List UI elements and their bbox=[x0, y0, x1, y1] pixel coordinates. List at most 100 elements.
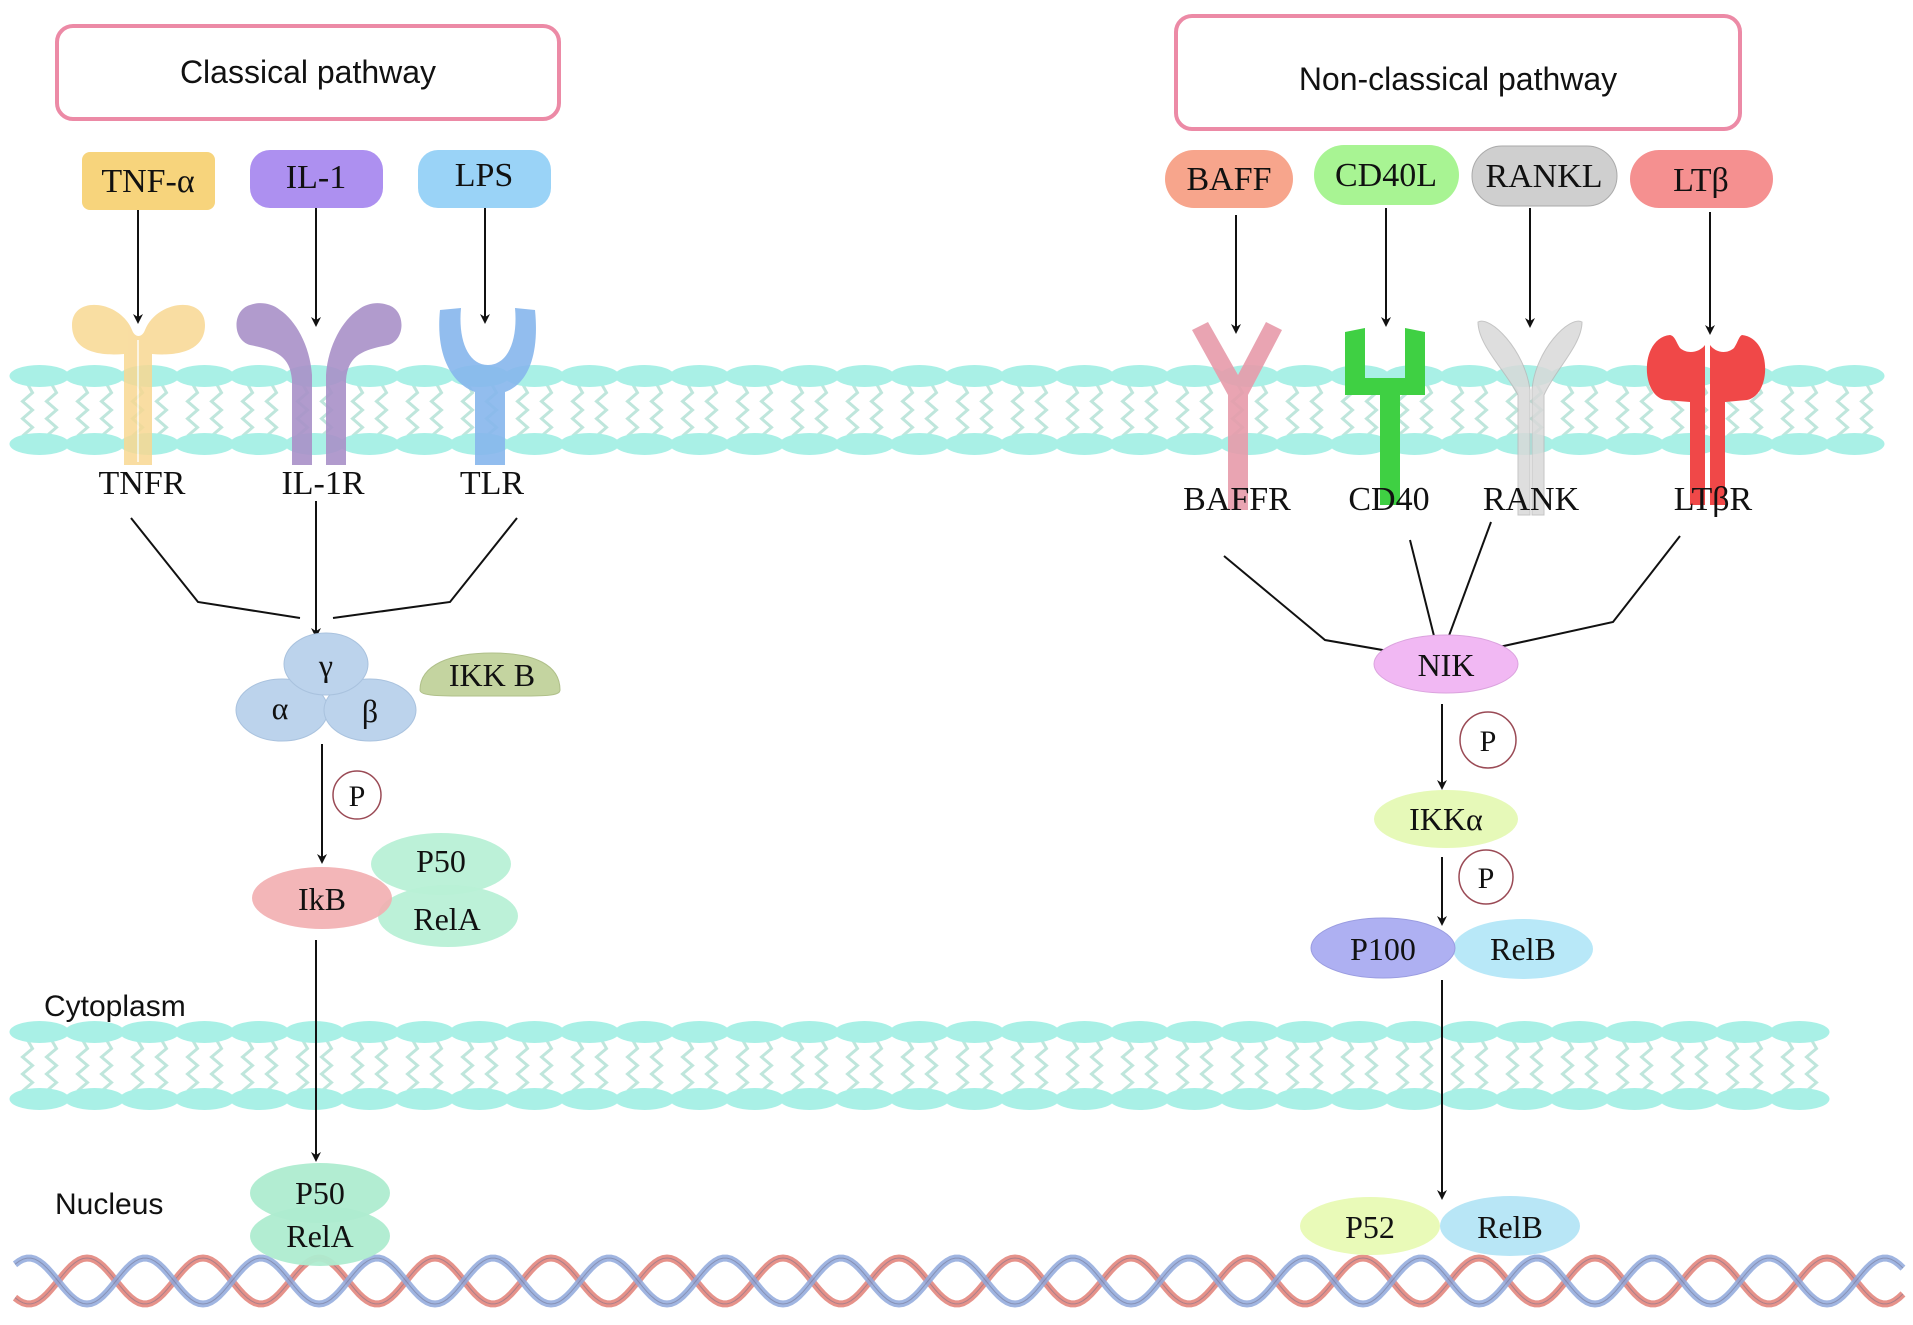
lipid-head bbox=[559, 365, 620, 387]
lipid-tail bbox=[515, 383, 530, 438]
lipid-head bbox=[1604, 1021, 1665, 1043]
lipid-tail bbox=[460, 383, 475, 438]
lipid-head bbox=[889, 1088, 950, 1110]
lipid-head bbox=[834, 1088, 895, 1110]
lipid-head bbox=[614, 1088, 675, 1110]
lipid-head bbox=[174, 365, 235, 387]
connector-tnfr bbox=[130, 517, 301, 619]
ikb-label: IkB bbox=[298, 881, 346, 917]
lipid-tail bbox=[1804, 383, 1819, 438]
receptor-tlr-label: TLR bbox=[460, 465, 525, 502]
lipid-tail bbox=[1639, 383, 1654, 438]
lipid-head bbox=[1054, 365, 1115, 387]
lipid-tail bbox=[1010, 383, 1025, 438]
lipid-head bbox=[1054, 1021, 1115, 1043]
lipid-tail bbox=[1065, 383, 1080, 438]
nuclear-relb-label: RelB bbox=[1477, 1209, 1543, 1245]
lipid-tail bbox=[900, 383, 915, 438]
lipid-tail bbox=[209, 1039, 224, 1093]
lipid-head bbox=[174, 1021, 235, 1043]
lipid-tail bbox=[1230, 1039, 1245, 1093]
lipid-head bbox=[669, 365, 730, 387]
lipid-head bbox=[1384, 1021, 1445, 1043]
lipid-tail bbox=[594, 383, 609, 438]
lipid-tail bbox=[1089, 383, 1104, 438]
lipid-tail bbox=[1780, 1039, 1795, 1093]
lipid-tail bbox=[1804, 1039, 1819, 1093]
lipid-head bbox=[339, 1021, 400, 1043]
lipid-tail bbox=[240, 383, 255, 438]
lipid-tail bbox=[1089, 1039, 1104, 1093]
lipid-head bbox=[889, 433, 950, 455]
lipid-tail bbox=[429, 1039, 444, 1093]
lipid-head bbox=[1329, 1088, 1390, 1110]
lipid-head bbox=[669, 1088, 730, 1110]
lipid-tail bbox=[1120, 1039, 1135, 1093]
lipid-tail bbox=[264, 1039, 279, 1093]
lipid-tail bbox=[1199, 1039, 1214, 1093]
ikk-alpha-shape bbox=[1374, 790, 1518, 848]
lipid-head bbox=[834, 365, 895, 387]
lipid-head bbox=[1439, 1021, 1500, 1043]
lipid-tail bbox=[1780, 383, 1795, 438]
nuclear-relb bbox=[1440, 1196, 1580, 1256]
lipid-head bbox=[1604, 433, 1665, 455]
lipid-tail bbox=[405, 1039, 420, 1093]
lipid-head bbox=[999, 1021, 1060, 1043]
lipid-tail bbox=[350, 383, 365, 438]
lipid-tail bbox=[924, 383, 939, 438]
lipid-tail bbox=[1749, 383, 1764, 438]
lipid-tail bbox=[759, 383, 774, 438]
lipid-tail bbox=[1340, 1039, 1355, 1093]
lipid-tail bbox=[735, 1039, 750, 1093]
ligand-baff: BAFF bbox=[1165, 150, 1293, 208]
ligand-il-1-label: IL-1 bbox=[286, 159, 346, 196]
lipid-head bbox=[9, 365, 70, 387]
lipid-tail bbox=[405, 383, 420, 438]
lipid-head bbox=[1769, 1088, 1830, 1110]
receptor-lt-beta-r-label: LTβR bbox=[1674, 481, 1753, 518]
lipid-tail bbox=[1364, 1039, 1379, 1093]
lipid-head bbox=[64, 1021, 125, 1043]
lipid-head bbox=[1439, 433, 1500, 455]
ikk-complex: γ α β bbox=[235, 632, 417, 742]
lipid-tail bbox=[735, 383, 750, 438]
lipid-tail bbox=[1474, 1039, 1489, 1093]
classical-pathway-title: Classical pathway bbox=[180, 54, 436, 90]
lipid-head bbox=[9, 433, 70, 455]
lipid-tail bbox=[295, 1039, 310, 1093]
ikk-b-label: IKK B bbox=[449, 657, 535, 693]
lipid-tail bbox=[1285, 383, 1300, 438]
ligand-lt-beta: LTβ bbox=[1630, 150, 1773, 208]
classical-pathway-header: Classical pathway bbox=[55, 24, 561, 121]
lipid-tail bbox=[759, 1039, 774, 1093]
lipid-tail bbox=[979, 1039, 994, 1093]
lipid-head bbox=[1549, 365, 1610, 387]
lipid-head bbox=[724, 1088, 785, 1110]
lipid-head bbox=[614, 365, 675, 387]
cytoplasm-label: Cytoplasm bbox=[44, 990, 186, 1023]
lipid-tail bbox=[625, 1039, 640, 1093]
nuclear-p52-relb: P52 RelB bbox=[1300, 1196, 1580, 1256]
lipid-tail bbox=[539, 383, 554, 438]
ikk-alpha-text: IKKα bbox=[1409, 801, 1483, 837]
lipid-head bbox=[669, 433, 730, 455]
receptor-baffr-label: BAFFR bbox=[1183, 481, 1291, 518]
lipid-tail bbox=[704, 1039, 719, 1093]
lipid-head bbox=[1109, 1088, 1170, 1110]
lipid-tail bbox=[649, 1039, 664, 1093]
lipid-tail bbox=[1560, 383, 1575, 438]
lipid-head bbox=[779, 1021, 840, 1043]
ikk-alpha-label: α bbox=[272, 690, 289, 726]
lipid-head bbox=[1329, 1021, 1390, 1043]
lipid-head bbox=[1274, 365, 1335, 387]
lipid-head bbox=[559, 1021, 620, 1043]
lipid-head bbox=[1164, 365, 1225, 387]
lipid-tail bbox=[1835, 383, 1850, 438]
lipid-head bbox=[1494, 1021, 1555, 1043]
lipid-tail bbox=[99, 383, 114, 438]
ikk-alpha: IKKα bbox=[1374, 790, 1518, 848]
receptor-il-1r-shape bbox=[236, 303, 402, 465]
lipid-tail bbox=[1034, 1039, 1049, 1093]
lipid-tail bbox=[240, 1039, 255, 1093]
